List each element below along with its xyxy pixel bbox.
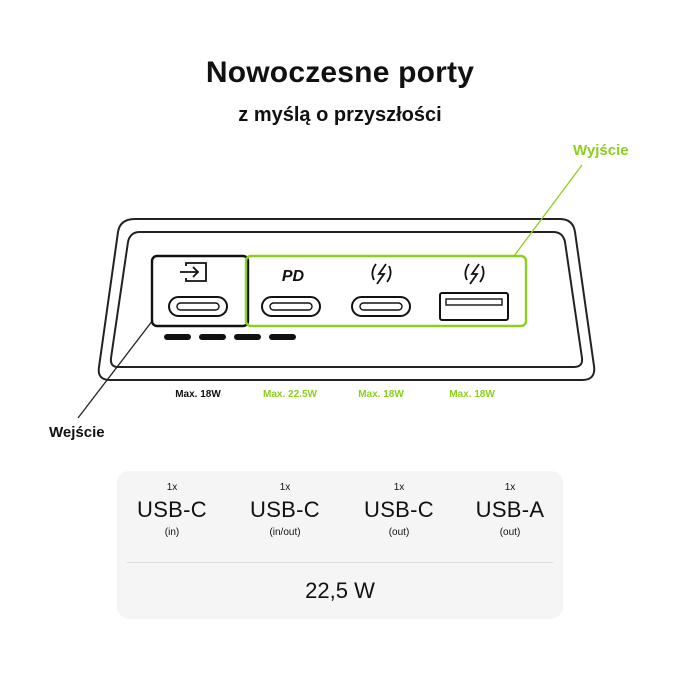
spec-count: 1x: [504, 482, 516, 493]
device-inner-outline: [109, 231, 584, 368]
led-indicator: [199, 334, 226, 340]
device-outer-outline: [97, 218, 596, 381]
usb-a-port-out: [439, 292, 509, 321]
input-callout-line: [77, 319, 154, 419]
spec-column: 1x USB-C (in/out): [230, 482, 340, 538]
spec-type: USB-C: [250, 497, 320, 522]
spec-direction: (in/out): [269, 527, 301, 538]
spec-count: 1x: [393, 482, 405, 493]
port-max-power: Max. 18W: [449, 389, 495, 400]
output-callout-line: [513, 164, 583, 257]
page-subtitle: z myślą o przyszłości: [238, 104, 442, 126]
spec-column: 1x USB-C (in): [117, 482, 227, 538]
spec-column: 1x USB-C (out): [344, 482, 454, 538]
port-max-power: Max. 18W: [358, 389, 404, 400]
usb-c-port-in: [168, 296, 228, 317]
total-power: 22,5 W: [305, 578, 375, 603]
usb-c-port-out: [351, 296, 411, 317]
page-title: Nowoczesne porty: [205, 56, 475, 89]
led-indicator: [164, 334, 191, 340]
spec-type: USB-A: [475, 497, 545, 522]
spec-direction: (out): [499, 527, 521, 538]
fast-charge-icon: [464, 263, 485, 285]
port-max-power: Max. 18W: [175, 389, 221, 400]
input-arrow-icon: [180, 262, 207, 282]
spec-type: USB-C: [364, 497, 434, 522]
output-port-frame: [244, 254, 528, 328]
input-port-frame: [150, 254, 250, 328]
spec-type: USB-C: [137, 497, 207, 522]
port-max-power: Max. 22.5W: [263, 389, 317, 400]
spec-column: 1x USB-A (out): [455, 482, 565, 538]
output-label: Wyjście: [573, 142, 629, 159]
led-indicator: [234, 334, 261, 340]
spec-card: 1x USB-C (in) 1x USB-C (in/out) 1x USB-C…: [117, 471, 563, 619]
pd-icon: PD: [282, 268, 305, 285]
spec-count: 1x: [279, 482, 291, 493]
led-indicator: [269, 334, 296, 340]
spec-divider: [127, 562, 553, 563]
input-label: Wejście: [49, 424, 105, 441]
usb-c-port-in-out: [261, 296, 321, 317]
spec-direction: (in): [164, 527, 180, 538]
fast-charge-icon: [371, 263, 392, 285]
spec-direction: (out): [388, 527, 410, 538]
spec-count: 1x: [166, 482, 178, 493]
